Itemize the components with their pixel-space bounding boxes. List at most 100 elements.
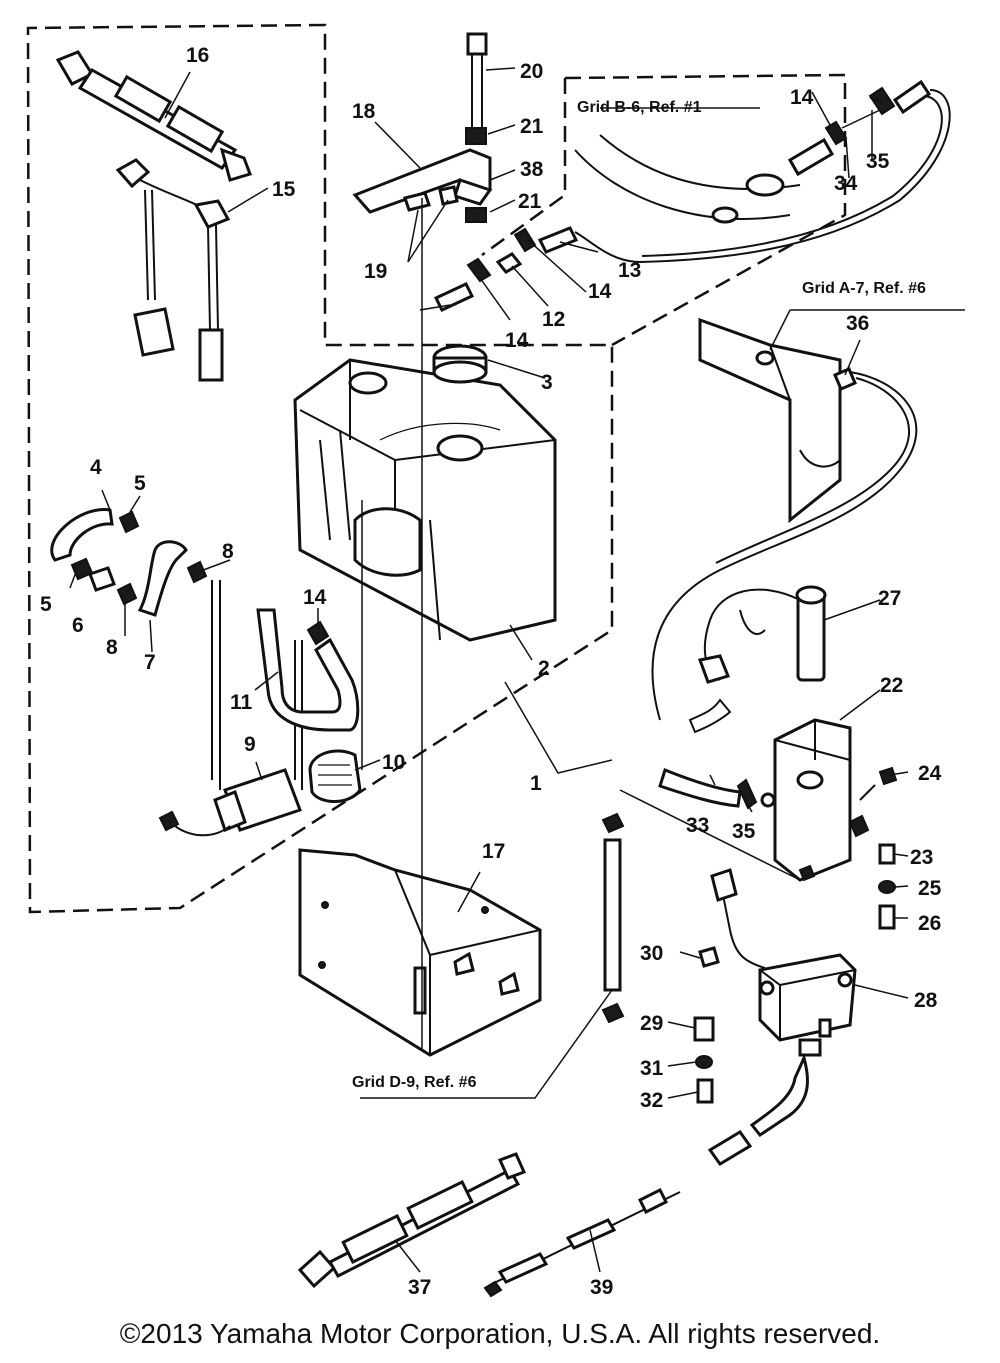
callout-28: 28 [914,989,938,1012]
leader-lines [69,67,965,1273]
copyright-notice: ©2013 Yamaha Motor Corporation, U.S.A. A… [119,1318,881,1349]
hose-4 [50,508,114,562]
clip-14-a [513,227,537,253]
cable-39 [483,1187,681,1298]
bolt-30 [698,946,720,968]
clip-14-left [306,620,330,646]
callout-14-left: 14 [303,586,327,609]
callout-25: 25 [918,877,942,900]
oil-tank-22 [760,718,852,882]
assembly-boundary-left [26,23,614,914]
wire-harness-15 [115,158,231,382]
callout-5-lower: 5 [40,593,52,616]
screw-24 [859,766,898,801]
washer-25 [878,880,896,894]
tank-bracket-17 [298,848,542,1057]
nut-21-upper [465,127,487,145]
callout-31: 31 [640,1057,664,1080]
callout-21-lower: 21 [518,190,542,213]
callout-7: 7 [144,651,156,674]
callout-14-mid: 14 [588,280,612,303]
callout-5-upper: 5 [134,472,146,495]
callout-3: 3 [541,371,553,394]
callout-37: 37 [408,1276,431,1299]
bolt-20 [466,32,488,130]
callout-24: 24 [918,762,942,785]
callout-19: 19 [364,260,387,283]
engine-bracket-36 [651,317,918,721]
callout-14-top: 14 [790,86,814,109]
filler-cap-3 [432,344,488,384]
hose-33 [658,698,758,810]
callout-15: 15 [272,178,296,201]
grommet-23 [878,843,896,865]
clip-8-left [116,582,138,606]
assembly-links [361,198,451,1050]
clip-5-upper [118,510,140,534]
callout-8-right: 8 [222,540,234,563]
callout-30: 30 [640,942,663,965]
bolt-32 [696,1078,714,1104]
callout-29: 29 [640,1012,663,1035]
callout-4: 4 [90,456,102,479]
oil-filter-10 [308,749,362,803]
callout-9: 9 [244,733,256,756]
oil-tank-2 [293,358,557,642]
bracket-hook [848,814,870,838]
callout-16: 16 [186,44,209,67]
callout-13: 13 [618,259,641,282]
callout-12: 12 [542,308,565,331]
ignition-lead-27 [697,585,827,684]
callout-8-left: 8 [106,636,118,659]
clip-8-right [186,560,208,584]
callout-14-low: 14 [505,329,529,352]
callout-6: 6 [72,614,84,637]
callout-1: 1 [530,772,542,795]
relay-box-28 [758,953,857,1057]
washer-31 [695,1055,713,1069]
grid-ref-top: Grid B-6, Ref. #1 [577,99,702,116]
callout-22: 22 [880,674,903,697]
callout-35-right: 35 [732,820,756,843]
grid-references: Grid B-6, Ref. #1 Grid A-7, Ref. #6 Grid… [352,99,926,1091]
bolt-26 [878,904,896,930]
grommet-29 [693,1016,715,1042]
return-hose-11 [256,608,360,732]
cable-37 [297,1152,527,1289]
callout-23: 23 [910,846,933,869]
callout-18: 18 [352,100,376,123]
grid-ref-bottom: Grid D-9, Ref. #6 [352,1074,477,1091]
callout-2: 2 [538,657,550,680]
callout-36: 36 [846,312,869,335]
callout-32: 32 [640,1089,663,1112]
callout-labels: 1 2 3 4 5 5 6 7 8 8 9 10 11 12 13 14 14 … [40,44,942,1299]
callout-35-top: 35 [866,150,890,173]
callout-10: 10 [382,751,405,774]
callout-38: 38 [520,158,544,181]
lead-wire-28 [707,868,809,1166]
callout-33: 33 [686,814,709,837]
rubber-pads-19 [403,185,459,212]
callout-11: 11 [230,691,253,714]
callout-21-upper: 21 [520,115,544,138]
grid-ref-right: Grid A-7, Ref. #6 [802,280,926,297]
callout-27: 27 [878,587,901,610]
joint-6 [88,566,116,592]
oil-pump-9 [158,768,302,837]
connector-12 [495,252,523,274]
vent-hose [601,812,625,1024]
tank-strap-18 [352,148,493,214]
callout-20: 20 [520,60,543,83]
hose-13 [537,226,579,254]
callout-26: 26 [918,912,941,935]
assembly-boundary-top-right [481,73,847,347]
callout-17: 17 [482,840,505,863]
callout-39: 39 [590,1276,613,1299]
fuel-line-upper [574,89,951,264]
nut-21-lower [465,207,487,223]
battery-cable-16 [55,50,252,182]
clip-14-b [466,257,492,283]
hose-7 [137,540,188,617]
callout-34: 34 [834,172,858,195]
